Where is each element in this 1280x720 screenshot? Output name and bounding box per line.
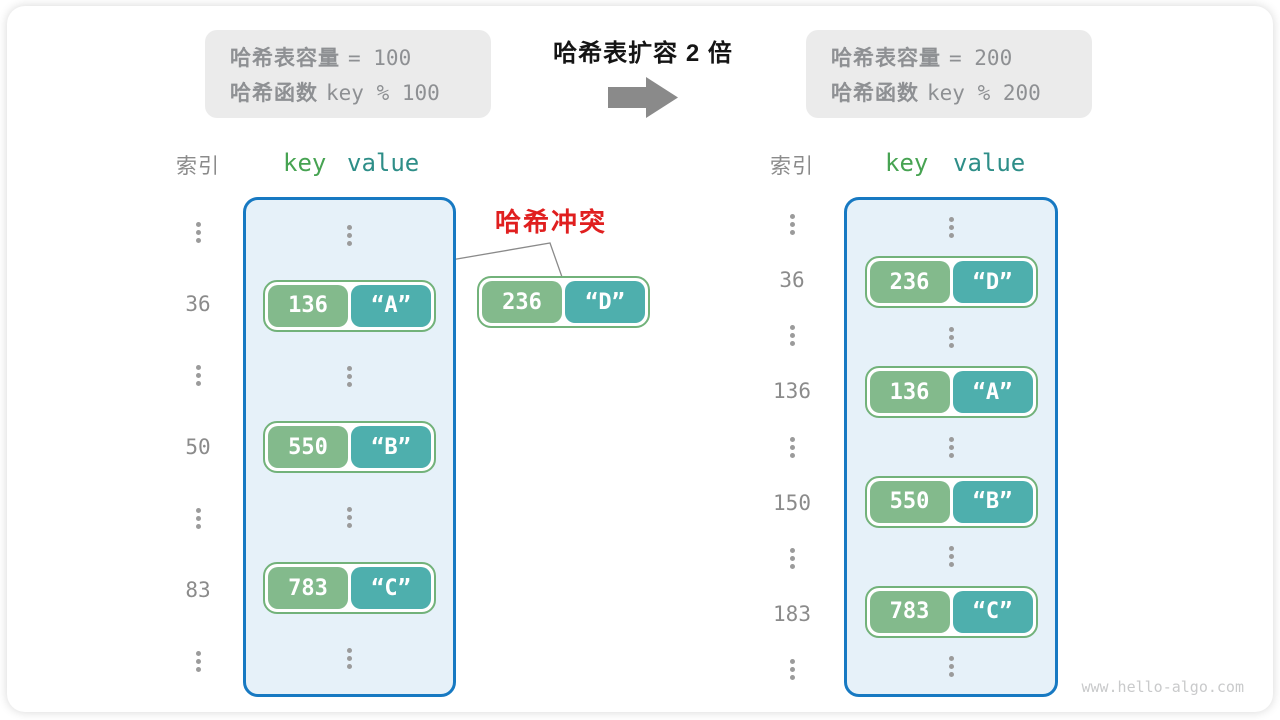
right-value-header: value [953,149,1026,177]
expand-title: 哈希表扩容 2 倍 [553,40,733,67]
kv-pair-550-B: 550 “B” [263,421,436,474]
left-hash-table: 136 “A” 550 “B” 783 “C” [243,197,456,697]
ellipsis-icon [195,507,201,529]
key-cell: 550 [869,480,950,523]
ellipsis-icon [948,326,954,348]
key-cell: 136 [869,371,950,414]
ellipsis-icon [347,507,352,529]
value-cell: “D” [952,261,1033,304]
ellipsis-icon [789,325,795,347]
kv-pair-550-B: 550 “B” [864,475,1038,528]
hash-function-line: 哈希函数 key % 200 [831,77,1092,107]
capacity-label: 哈希表容量 [230,46,340,70]
ellipsis-icon [195,365,201,387]
index-value: 36 [185,292,211,317]
capacity-line: 哈希表容量 = 100 [230,42,491,72]
index-value: 183 [773,601,811,626]
ellipsis-icon [948,436,954,458]
value-cell: “B” [952,480,1033,523]
left-value-header: value [347,149,420,177]
collision-label: 哈希冲突 [494,207,607,237]
value-cell: “C” [952,590,1033,633]
capacity-value: = 100 [348,45,412,70]
key-cell: 550 [268,426,348,469]
ellipsis-icon [948,656,954,678]
ellipsis-icon [948,216,954,238]
value-cell: “D” [565,281,645,323]
ellipsis-icon [789,436,795,458]
ellipsis-icon [948,546,954,568]
hash-function-label: 哈希函数 [831,81,919,105]
kv-pair-236-D: 236 “D” [864,256,1038,309]
left-index-header: 索引 [176,155,220,178]
value-cell: “A” [351,284,431,327]
kv-pair-236-D: 236 “D” [477,276,650,328]
index-value: 50 [185,434,211,459]
ellipsis-icon [195,650,201,672]
right-index-header: 索引 [770,155,814,178]
diagram-card [7,6,1273,712]
kv-pair-783-C: 783 “C” [864,585,1038,638]
watermark: www.hello-algo.com [1081,678,1244,696]
value-cell: “C” [351,567,431,610]
key-cell: 236 [482,281,562,323]
key-cell: 136 [268,284,348,327]
capacity-value: = 200 [949,45,1013,70]
left-index-column: 36 50 83 [163,197,233,697]
ellipsis-icon [789,214,795,236]
kv-pair-783-C: 783 “C” [263,562,436,615]
ellipsis-icon [789,547,795,569]
hash-function-label: 哈希函数 [230,81,318,105]
capacity-line: 哈希表容量 = 200 [831,42,1092,72]
index-value: 83 [185,577,211,602]
index-value: 36 [779,268,805,293]
hash-function-line: 哈希函数 key % 100 [230,77,491,107]
ellipsis-icon [347,224,352,246]
right-index-column: 36 136 150 183 [757,197,827,697]
kv-pair-136-A: 136 “A” [263,279,436,332]
left-key-header: key [283,149,327,177]
capacity-label: 哈希表容量 [831,46,941,70]
kv-pair-136-A: 136 “A” [864,366,1038,419]
hash-info-box-before: 哈希表容量 = 100 哈希函数 key % 100 [205,30,491,118]
ellipsis-icon [347,648,352,670]
index-value: 136 [773,379,811,404]
ellipsis-icon [347,365,352,387]
hash-function-value: key % 200 [927,80,1041,105]
hash-info-box-after: 哈希表容量 = 200 哈希函数 key % 200 [806,30,1092,118]
colliding-pair: 236 “D” [477,276,650,328]
ellipsis-icon [195,222,201,244]
value-cell: “A” [952,371,1033,414]
key-cell: 236 [869,261,950,304]
index-value: 150 [773,490,811,515]
right-key-header: key [885,149,929,177]
value-cell: “B” [351,426,431,469]
arrow-right-icon [608,77,678,118]
key-cell: 783 [869,590,950,633]
right-hash-table: 236 “D” 136 “A” 550 “B” 783 “C” [844,197,1058,697]
ellipsis-icon [789,658,795,680]
hash-function-value: key % 100 [326,80,440,105]
key-cell: 783 [268,567,348,610]
